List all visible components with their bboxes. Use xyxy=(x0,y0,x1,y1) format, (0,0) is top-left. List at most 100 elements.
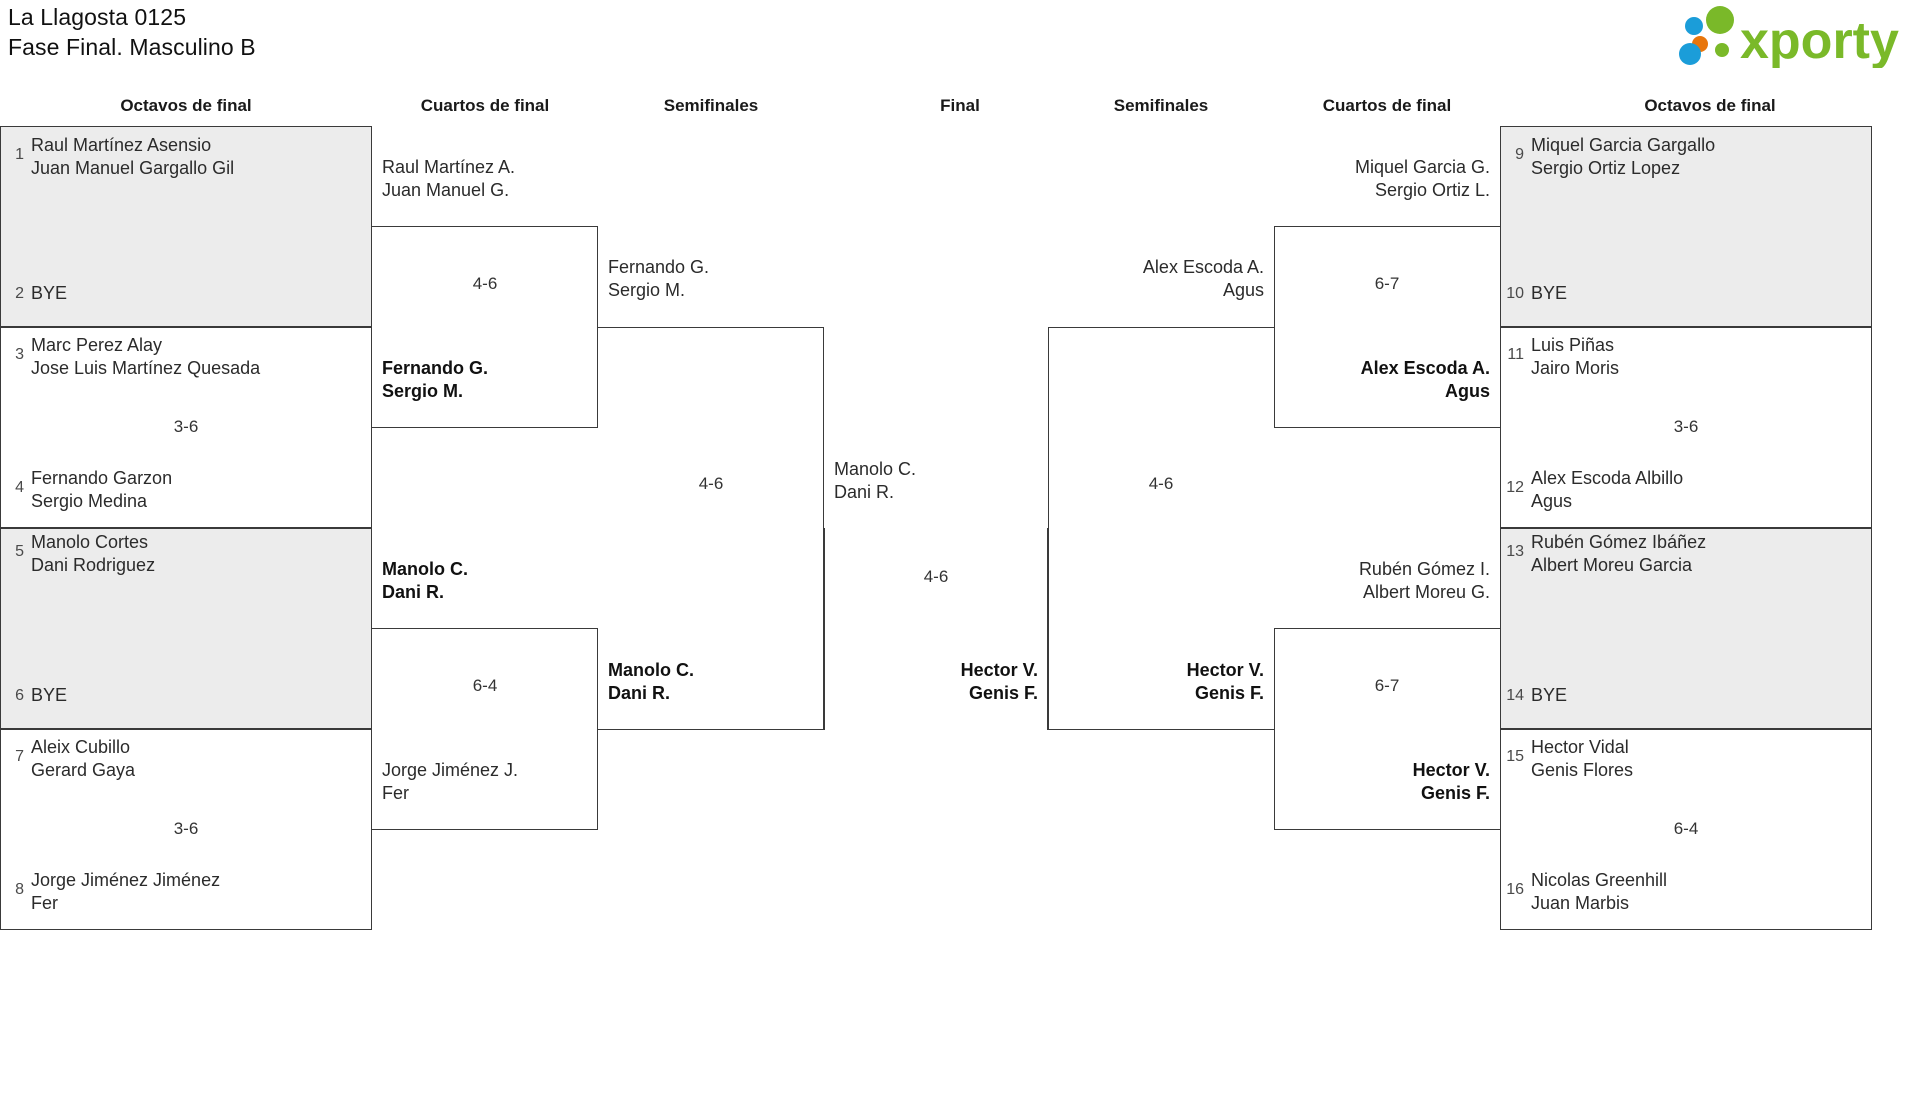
entrant-names: Raul Martínez Asensio Juan Manuel Gargal… xyxy=(31,134,234,180)
octavos-left-match-4[interactable] xyxy=(0,729,372,930)
player-line-1: Hector V. xyxy=(1186,660,1264,680)
cuartos-left-1-top: Raul Martínez A. Juan Manuel G. xyxy=(382,156,515,202)
player-line-1: Alex Escoda Albillo xyxy=(1531,468,1684,488)
entrant-seed-11[interactable]: 11 Luis Piñas Jairo Moris xyxy=(1505,334,1619,380)
score-semis-right-1: 4-6 xyxy=(1148,474,1174,493)
round-header-octavos-left: Octavos de final xyxy=(120,96,252,115)
player-line-1: Jorge Jiménez Jiménez xyxy=(31,870,221,890)
octavos-left-match-2[interactable] xyxy=(0,327,372,528)
player-line-2: Sergio Ortiz Lopez xyxy=(1531,158,1681,178)
score-cuartos-right-2: 6-7 xyxy=(1374,676,1400,695)
entrant-seed-13[interactable]: 13 Rubén Gómez Ibáñez Albert Moreu Garci… xyxy=(1505,531,1706,577)
player-line-2: Dani R. xyxy=(382,582,445,602)
player-line-2: Juan Manuel G. xyxy=(382,180,510,200)
player-line-2: Sergio M. xyxy=(382,381,464,401)
seed-number: 6 xyxy=(15,687,24,704)
score-cuartos-left-2: 6-4 xyxy=(472,676,498,695)
seed-number: 7 xyxy=(15,748,24,765)
round-header-semis-left: Semifinales xyxy=(663,96,759,115)
score-octavos-left-2: 3-6 xyxy=(173,417,199,436)
seed-number: 13 xyxy=(1506,543,1524,560)
cuartos-right-2-top: Rubén Gómez I. Albert Moreu G. xyxy=(1274,558,1490,604)
entrant-names: BYE xyxy=(1531,685,1568,705)
cuartos-left-match-1[interactable] xyxy=(372,226,598,428)
seed-number: 2 xyxy=(15,285,24,302)
player-line-2: Dani Rodriguez xyxy=(31,555,156,575)
entrant-seed-1[interactable]: 1 Raul Martínez Asensio Juan Manuel Garg… xyxy=(5,134,234,180)
final-connector-right xyxy=(1047,528,1048,730)
player-line-2: Jose Luis Martínez Quesada xyxy=(31,358,261,378)
entrant-names: BYE xyxy=(1531,283,1568,303)
player-line-1: Alex Escoda A. xyxy=(1360,358,1490,378)
entrant-seed-8[interactable]: 8 Jorge Jiménez Jiménez Fer xyxy=(5,869,220,915)
tournament-phase: Fase Final. Masculino B xyxy=(8,34,256,60)
cuartos-right-match-2[interactable] xyxy=(1274,628,1500,830)
seed-number: 1 xyxy=(15,146,24,163)
entrant-names: BYE xyxy=(31,685,68,705)
seed-number: 11 xyxy=(1507,346,1524,363)
octavos-right-match-1[interactable] xyxy=(1500,126,1872,327)
player-line-1: Fernando G. xyxy=(608,257,710,277)
entrant-seed-7[interactable]: 7 Aleix Cubillo Gerard Gaya xyxy=(5,736,135,782)
cuartos-left-match-2[interactable] xyxy=(372,628,598,830)
entrant-names: Nicolas Greenhill Juan Marbis xyxy=(1531,869,1667,915)
entrant-seed-16[interactable]: 16 Nicolas Greenhill Juan Marbis xyxy=(1505,869,1667,915)
octavos-left-match-3[interactable] xyxy=(0,528,372,729)
cuartos-right-1-top: Miquel Garcia G. Sergio Ortiz L. xyxy=(1274,156,1490,202)
round-header-cuartos-left: Cuartos de final xyxy=(420,96,550,115)
entrant-seed-4[interactable]: 4 Fernando Garzon Sergio Medina xyxy=(5,467,172,513)
entrant-names: Alex Escoda Albillo Agus xyxy=(1531,467,1683,513)
player-line-2: Gerard Gaya xyxy=(31,760,136,780)
entrant-seed-9[interactable]: 9 Miquel Garcia Gargallo Sergio Ortiz Lo… xyxy=(1505,134,1715,180)
player-line-1: Nicolas Greenhill xyxy=(1531,870,1668,890)
player-line-2: Juan Manuel Gargallo Gil xyxy=(31,158,235,178)
round-header-final: Final xyxy=(940,96,980,115)
player-line-2: Sergio Medina xyxy=(31,491,148,511)
entrant-names: Marc Perez Alay Jose Luis Martínez Quesa… xyxy=(31,334,260,380)
xporty-logo: xporty xyxy=(1672,6,1912,68)
entrant-seed-10[interactable]: 10 BYE xyxy=(1505,282,1567,305)
cuartos-right-1-bottom: Alex Escoda A. Agus xyxy=(1274,357,1490,403)
octavos-left-match-1[interactable] xyxy=(0,126,372,327)
player-line-2: Genis F. xyxy=(1194,683,1264,703)
seed-number: 14 xyxy=(1506,687,1524,704)
octavos-right-match-2[interactable] xyxy=(1500,327,1872,528)
entrant-seed-12[interactable]: 12 Alex Escoda Albillo Agus xyxy=(1505,467,1683,513)
entrant-seed-5[interactable]: 5 Manolo Cortes Dani Rodriguez xyxy=(5,531,155,577)
player-line-2: Genis F. xyxy=(1420,783,1490,803)
player-line-2: Agus xyxy=(1222,280,1264,300)
score-octavos-right-2: 3-6 xyxy=(1673,417,1699,436)
semis-left-match-1[interactable] xyxy=(598,327,824,730)
score-cuartos-right-1: 6-7 xyxy=(1374,274,1400,293)
seed-number: 8 xyxy=(15,881,24,898)
player-line-1: Miquel Garcia G. xyxy=(1354,157,1490,177)
cuartos-right-match-1[interactable] xyxy=(1274,226,1500,428)
player-line-1: Luis Piñas xyxy=(1531,335,1615,355)
round-header-octavos-right: Octavos de final xyxy=(1644,96,1776,115)
octavos-right-match-3[interactable] xyxy=(1500,528,1872,729)
semis-right-match-1[interactable] xyxy=(1048,327,1274,730)
round-header-cuartos-right: Cuartos de final xyxy=(1322,96,1452,115)
entrant-seed-2[interactable]: 2 BYE xyxy=(5,282,67,305)
player-line-1: Rubén Gómez I. xyxy=(1358,559,1490,579)
octavos-right-match-4[interactable] xyxy=(1500,729,1872,930)
entrant-seed-3[interactable]: 3 Marc Perez Alay Jose Luis Martínez Que… xyxy=(5,334,260,380)
round-header-semis-right: Semifinales xyxy=(1113,96,1209,115)
player-line-1: Raul Martínez Asensio xyxy=(31,135,212,155)
player-line-2: Agus xyxy=(1445,381,1490,401)
semis-left-1-bottom: Manolo C. Dani R. xyxy=(608,659,694,705)
player-line-2: Albert Moreu G. xyxy=(1362,582,1490,602)
player-line-1: Hector V. xyxy=(1412,760,1490,780)
entrant-seed-14[interactable]: 14 BYE xyxy=(1505,684,1567,707)
player-line-2: Dani R. xyxy=(608,683,671,703)
score-cuartos-left-1: 4-6 xyxy=(472,274,498,293)
seed-number: 15 xyxy=(1506,748,1524,765)
entrant-seed-6[interactable]: 6 BYE xyxy=(5,684,67,707)
player-line-1: Manolo C. xyxy=(834,459,917,479)
tournament-name: La Llagosta 0125 xyxy=(8,4,187,30)
cuartos-left-2-top: Manolo C. Dani R. xyxy=(382,558,468,604)
entrant-names: Hector Vidal Genis Flores xyxy=(1531,736,1633,782)
entrant-seed-15[interactable]: 15 Hector Vidal Genis Flores xyxy=(1505,736,1633,782)
player-line-1: Hector Vidal xyxy=(1531,737,1629,757)
player-line-2: Genis F. xyxy=(968,683,1038,703)
